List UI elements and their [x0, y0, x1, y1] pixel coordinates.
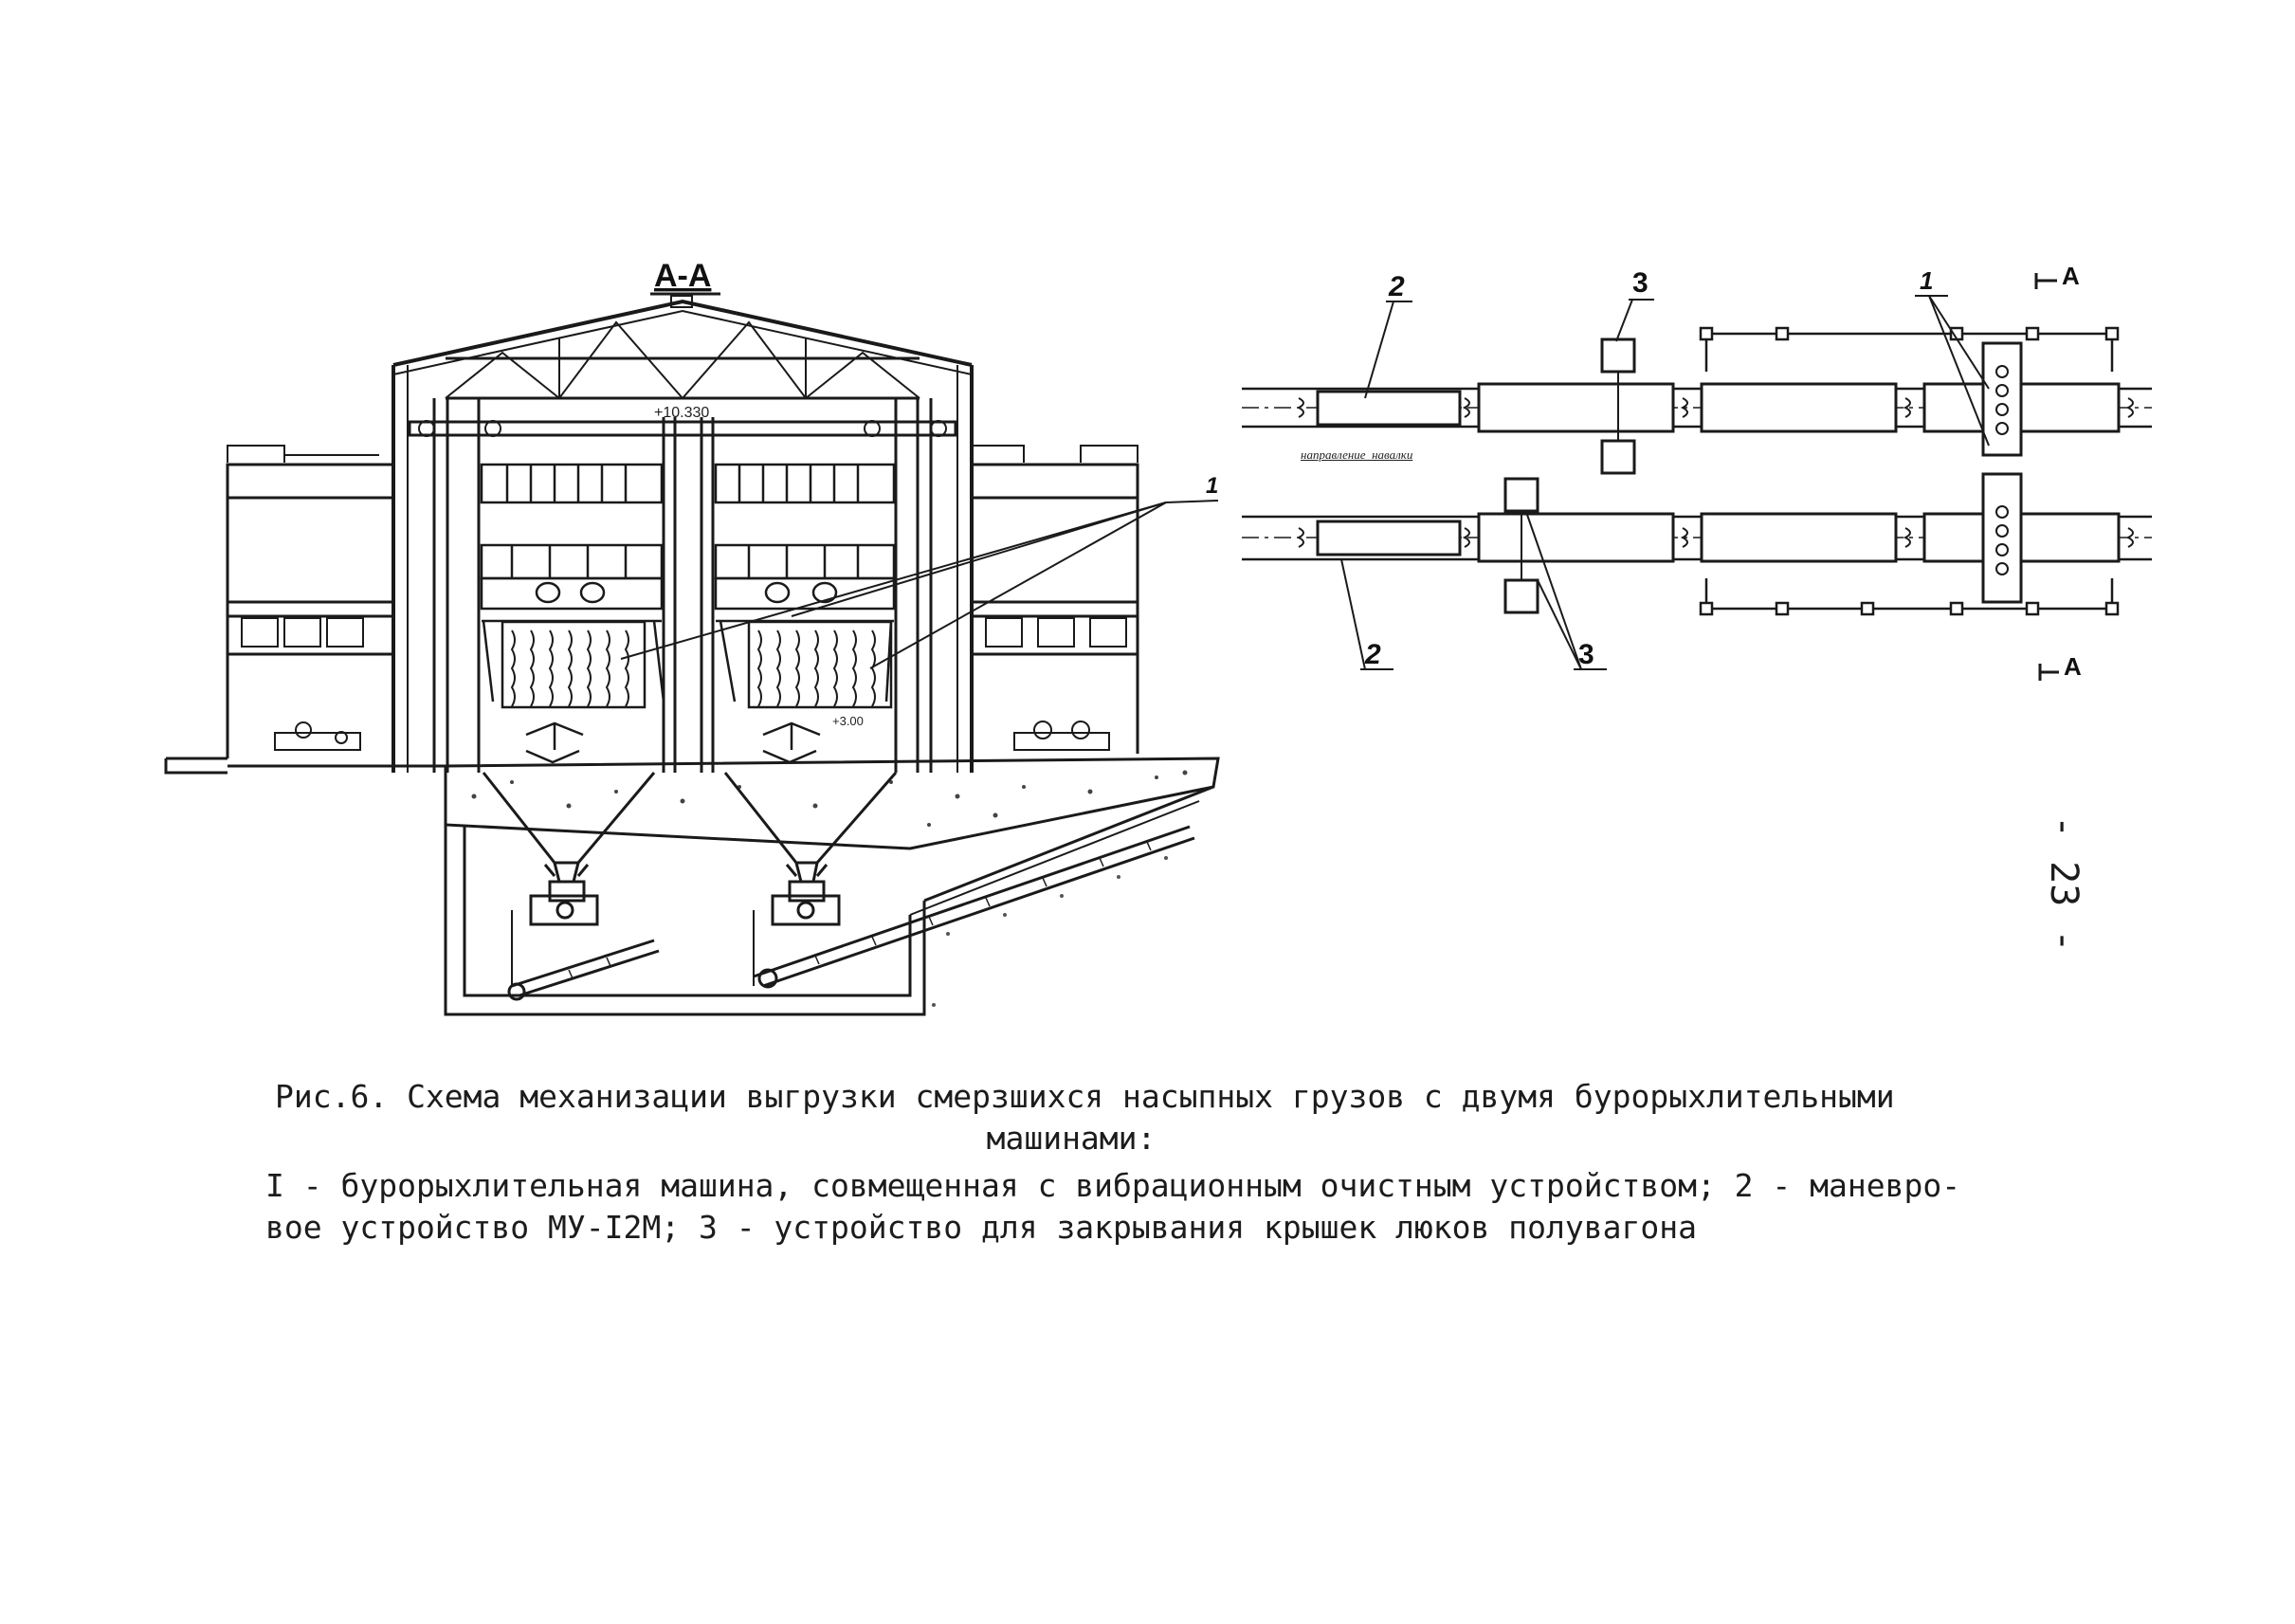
- side-annex-right: [971, 445, 1139, 754]
- crane-rails: [1699, 326, 2120, 616]
- figure-caption: Рис.6. Схема механизации выгрузки смерзш…: [265, 1076, 1991, 1249]
- callout-2-top: 2: [1388, 271, 1405, 302]
- page-number: - 23 -: [2042, 815, 2086, 953]
- section-mark-bottom: А: [2064, 652, 2082, 681]
- plan-view: 2 3 1 2 3 А А: [1242, 262, 2152, 681]
- drilling-machine-left: [480, 463, 665, 764]
- hopper-left: [482, 772, 656, 926]
- hatch-closing-devices: [1503, 338, 1636, 614]
- drilling-machine-right: [714, 463, 896, 764]
- small-mark: +3.00: [832, 714, 864, 728]
- section-mark-top: А: [2062, 262, 2080, 290]
- callout-2-bottom: 2: [1364, 639, 1381, 670]
- conveyor-belts: [507, 825, 1195, 1001]
- drilling-machine-plan: [1981, 341, 2023, 604]
- wagon-row-bottom: [1296, 512, 2134, 563]
- callout-1-section: 1: [1206, 473, 1218, 499]
- caption-title-line-2: машинами:: [986, 1120, 1157, 1157]
- section-view-a-a: А-А +10.330: [164, 258, 1220, 1016]
- underground-pit: [444, 785, 1214, 1016]
- side-annex-left: [226, 445, 394, 758]
- caption-legend-line-2: вое устройство МУ-I2М; 3 - устройство дл…: [265, 1209, 1697, 1246]
- callout-1-plan: 1: [1920, 266, 1933, 295]
- elevation-mark: +10.330: [654, 405, 709, 421]
- caption-title-line-1: Рис.6. Схема механизации выгрузки смерзш…: [275, 1078, 1895, 1115]
- callout-3-bottom: 3: [1578, 639, 1594, 670]
- plan-note: направление_навалки: [1301, 447, 1413, 462]
- section-title: А-А: [654, 258, 711, 294]
- hopper-right: [723, 772, 898, 926]
- caption-legend-line-1: I - бурорыхлительная машина, совмещенная…: [265, 1167, 1961, 1204]
- wagon-row-top: [1296, 382, 2134, 433]
- callout-3-top: 3: [1632, 267, 1648, 299]
